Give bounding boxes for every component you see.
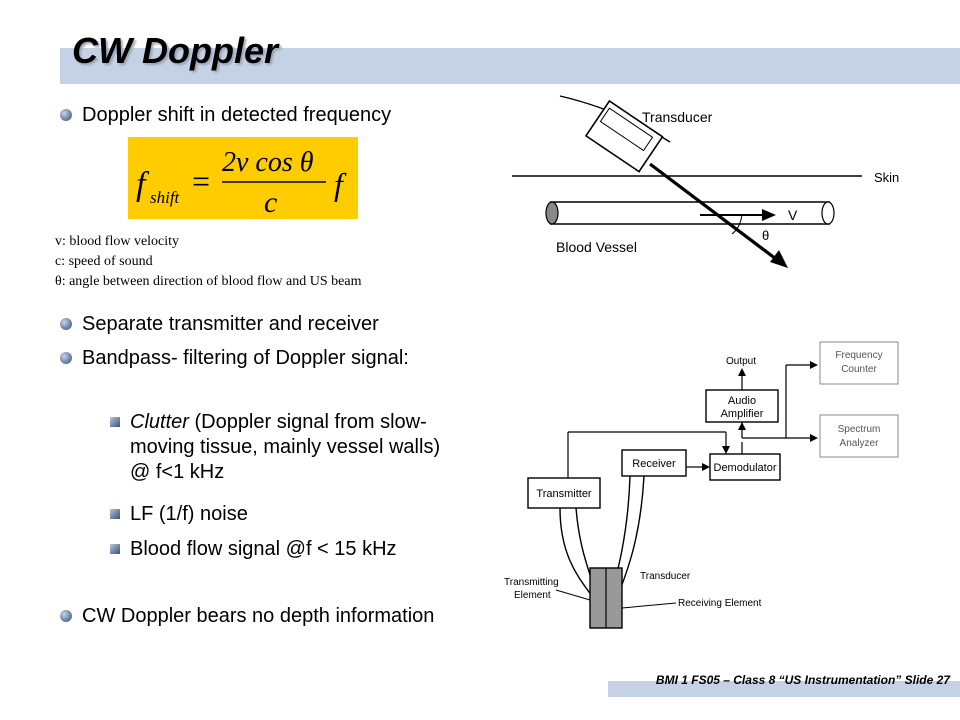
bullet-icon <box>60 109 72 121</box>
formula-lhs-sub: shift <box>150 188 181 207</box>
var-c: c: speed of sound <box>55 254 153 269</box>
doppler-geometry-figure: Skin V θ Transducer Blood Vessel <box>500 92 920 282</box>
rx-element-label: Receiving Element <box>678 598 762 609</box>
cw-doppler-block-diagram: Frequency Counter Spectrum Analyzer Outp… <box>490 338 910 638</box>
spectrum-label-1: Spectrum <box>838 424 881 435</box>
sub-bullet-lf-noise: LF (1/f) noise <box>110 502 460 527</box>
skin-label: Skin <box>874 170 899 185</box>
variable-definitions: v: blood flow velocity c: speed of sound… <box>55 232 475 292</box>
output-label: Output <box>726 356 756 367</box>
transducer-label: Transducer <box>642 109 713 125</box>
spectrum-label-2: Analyzer <box>840 438 880 449</box>
formula-lhs: f <box>136 166 150 203</box>
freq-counter-label-2: Counter <box>841 364 877 375</box>
bullet-bandpass: Bandpass- filtering of Doppler signal: <box>60 345 442 372</box>
frequency-counter-box <box>819 341 899 385</box>
formula-denominator: c <box>264 186 277 219</box>
demodulator-label: Demodulator <box>714 462 777 474</box>
slide-footer: BMI 1 FS05 – Class 8 “US Instrumentation… <box>655 673 950 687</box>
demodulator-box <box>709 453 781 481</box>
velocity-label: V <box>788 207 798 223</box>
bullet-text: Doppler shift in detected frequency <box>82 104 392 126</box>
sub-bullet-icon <box>110 417 120 427</box>
spectrum-analyzer-box <box>819 414 899 458</box>
bullet-separate-tx-rx: Separate transmitter and receiver <box>60 311 462 338</box>
bullet-text: CW Doppler bears no depth information <box>82 605 435 627</box>
var-theta: θ: angle between direction of blood flow… <box>55 274 362 289</box>
transducer-probe <box>584 99 664 173</box>
formula-numerator: 2v cos θ <box>222 147 314 178</box>
bullet-doppler-shift: Doppler shift in detected frequency <box>60 102 462 129</box>
vessel-label: Blood Vessel <box>556 239 637 255</box>
angle-label: θ <box>762 228 769 243</box>
sub-bullet-text: LF (1/f) noise <box>130 503 248 525</box>
transmitter-label: Transmitter <box>536 488 592 500</box>
sub-bullet-blood-flow: Blood flow signal @f < 15 kHz <box>110 537 460 562</box>
transducer-label: Transducer <box>640 571 691 582</box>
sub-bullet-icon <box>110 544 120 554</box>
transmitter-box <box>527 477 601 509</box>
vessel-end <box>545 201 559 225</box>
sub-bullet-icon <box>110 509 120 519</box>
audio-amp-label-2: Amplifier <box>721 408 764 420</box>
bullet-icon <box>60 352 72 364</box>
sub-bullet-text: Blood flow signal @f < 15 kHz <box>130 538 397 560</box>
bullet-text: Separate transmitter and receiver <box>82 313 379 335</box>
footer-bar <box>608 681 960 697</box>
slide-title: CW Doppler <box>72 30 278 71</box>
receiver-label: Receiver <box>632 458 676 470</box>
bullet-text: Bandpass- filtering of Doppler signal: <box>82 347 409 369</box>
freq-counter-label-1: Frequency <box>835 350 882 361</box>
formula-rhs: f <box>334 166 347 202</box>
bullet-icon <box>60 610 72 622</box>
sub-bullet-clutter: Clutter (Doppler signal from slow-moving… <box>110 410 460 485</box>
audio-amp-label-1: Audio <box>728 395 756 407</box>
doppler-formula: f shift = 2v cos θ c f <box>128 137 358 219</box>
receiver-box <box>621 449 687 477</box>
bullet-no-depth: CW Doppler bears no depth information <box>60 603 442 630</box>
tx-element-label-2: Element <box>514 590 551 601</box>
var-v: v: blood flow velocity <box>55 234 180 249</box>
title-bar <box>60 48 960 84</box>
clutter-term: Clutter <box>130 411 189 433</box>
clutter-desc: (Doppler signal from slow-moving tissue,… <box>130 411 441 483</box>
tx-element-label-1: Transmitting <box>504 577 559 588</box>
bullet-icon <box>60 318 72 330</box>
formula-equals: = <box>192 163 210 199</box>
